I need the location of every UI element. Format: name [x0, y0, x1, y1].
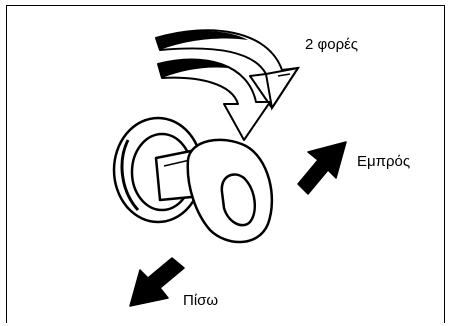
forward-label: Εμπρός: [357, 153, 411, 170]
turn-count-label: 2 φορές: [305, 36, 359, 53]
key-icon: [154, 138, 274, 244]
curved-arrow-icon: [155, 29, 301, 111]
arrow-down-left-icon: [129, 257, 185, 307]
back-label: Πίσω: [183, 292, 219, 309]
arrow-up-right-icon: [297, 141, 347, 195]
curved-arrow-icon: [157, 58, 271, 141]
diagram-frame: [6, 5, 445, 323]
